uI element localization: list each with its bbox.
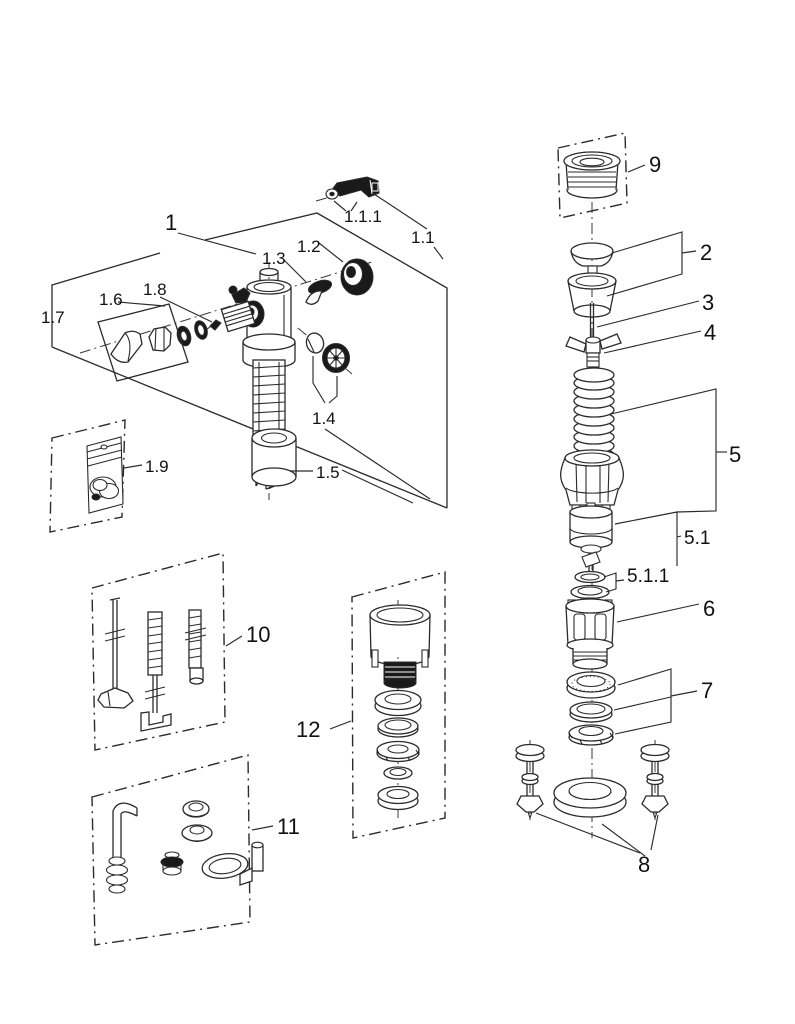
label-11: 11 — [277, 814, 300, 839]
kit-box-10 — [91, 552, 226, 751]
part-rod — [589, 303, 595, 340]
part-lever-arm — [325, 176, 380, 200]
label-1-1-1: 1.1.1 — [344, 207, 382, 226]
part-funnel — [305, 279, 333, 305]
label-12: 12 — [296, 717, 320, 742]
part-small-screw — [205, 319, 222, 331]
kit-box-11 — [91, 754, 251, 946]
callout-labels: 1 1.1.1 1.1 1.2 1.3 1.8 1.6 1.7 1.9 1.4 … — [41, 152, 741, 877]
label-2: 2 — [700, 240, 712, 265]
part-disc — [305, 332, 325, 354]
part-spring — [573, 367, 615, 463]
label-1-4: 1.4 — [312, 409, 336, 428]
leader-lines — [117, 164, 727, 857]
part-push-button — [567, 242, 617, 318]
part-flow-wheel — [322, 343, 350, 373]
part-seals — [570, 570, 610, 600]
bolt-left — [515, 743, 545, 820]
part-mounting-bolts — [515, 743, 670, 820]
kit-box-1-6 — [97, 303, 189, 382]
part-ring-set — [566, 671, 616, 746]
part-threaded-bushing — [563, 151, 621, 199]
label-7: 7 — [701, 678, 713, 703]
group1-boundary — [51, 212, 448, 509]
label-1-1: 1.1 — [411, 228, 435, 247]
label-5-1: 5.1 — [684, 528, 710, 549]
label-1-6: 1.6 — [99, 290, 123, 309]
label-1-8: 1.8 — [143, 280, 167, 299]
label-5: 5 — [729, 442, 741, 467]
part-inlet-thread — [220, 300, 256, 333]
part-service-bag — [86, 436, 124, 514]
part-knurled-cap — [340, 258, 374, 296]
kit10-rods — [97, 597, 207, 732]
part-washers — [176, 320, 208, 347]
part-sleeve — [251, 428, 297, 487]
label-1: 1 — [165, 210, 177, 235]
part-wing-nut — [565, 333, 622, 376]
label-1-9: 1.9 — [145, 457, 169, 476]
label-10: 10 — [246, 622, 270, 647]
kit-box-12 — [351, 571, 446, 839]
part-fill-valve-body — [228, 267, 296, 490]
label-8: 8 — [638, 852, 650, 877]
part-piston — [569, 502, 613, 572]
kit11-parts — [105, 800, 264, 894]
label-4: 4 — [704, 320, 716, 345]
part-cage — [565, 597, 615, 670]
kit-box-1-9 — [49, 419, 126, 533]
part-valve-body — [559, 449, 625, 506]
label-3: 3 — [702, 290, 714, 315]
kit-box-9 — [557, 132, 628, 219]
label-9: 9 — [649, 152, 661, 177]
label-1-5: 1.5 — [316, 463, 340, 482]
label-6: 6 — [703, 596, 715, 621]
label-5-1-1: 5.1.1 — [627, 566, 669, 587]
base-gasket — [553, 777, 627, 818]
part-cone — [110, 330, 143, 363]
label-1-2: 1.2 — [297, 237, 321, 256]
part-hex-nut — [148, 326, 172, 352]
label-1-3: 1.3 — [262, 249, 286, 268]
label-1-7: 1.7 — [41, 308, 65, 327]
kit12-parts — [369, 604, 431, 811]
bolt-right — [640, 743, 670, 820]
